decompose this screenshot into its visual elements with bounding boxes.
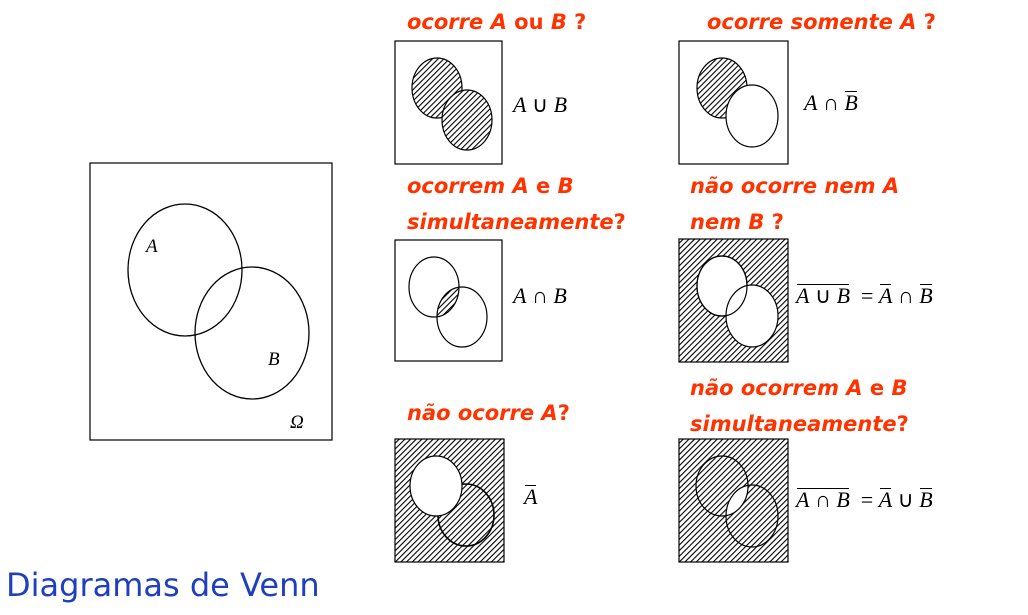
question-fragment: ?: [916, 10, 936, 34]
question-neither-line2: nem B ?: [690, 204, 784, 240]
question-fragment: ?: [566, 10, 587, 34]
formula-intersection: A ∩ B: [513, 283, 567, 308]
question-fragment: ?: [557, 401, 570, 425]
question-fragment: ou: [506, 10, 551, 34]
question-fragment: nem B: [690, 210, 765, 234]
question-not-a: não ocorre A?: [407, 395, 570, 431]
venn-intersection: [394, 239, 503, 362]
formula-union: A ∪ B: [513, 92, 568, 117]
circle-b: [194, 266, 310, 400]
question-fragment: e: [528, 174, 558, 198]
formula-neither: A ∪ B = A ∩ B: [796, 283, 933, 308]
question-not-both: não ocorrem A e B: [690, 370, 907, 406]
question-fragment: não ocorrem A: [690, 376, 863, 400]
question-only-a: ocorre somente A ?: [707, 4, 936, 40]
question-not-both-line2: simultaneamente?: [690, 406, 909, 442]
question-fragment: e: [862, 376, 892, 400]
question-neither: não ocorre nem A: [690, 168, 899, 204]
page-title: Diagramas de Venn: [6, 566, 320, 604]
label-a: A: [144, 236, 158, 257]
question-fragment: simultaneamente: [690, 412, 897, 436]
question-fragment: B: [891, 376, 908, 400]
venn-union: [394, 40, 503, 165]
question-fragment: ocorrem A: [407, 174, 529, 198]
question-union: ocorre A ou B ?: [407, 4, 586, 40]
venn-not-both: [678, 438, 789, 563]
question-fragment: B: [557, 174, 574, 198]
question-intersection-line2: simultaneamente?: [407, 204, 626, 240]
question-fragment: não ocorre A: [407, 401, 558, 425]
formula-only-a: A ∩ B: [804, 90, 858, 115]
venn-not-a: [394, 438, 505, 563]
formula-not-a: A: [524, 484, 538, 509]
question-fragment: ?: [613, 210, 626, 234]
question-fragment: ocorre somente A: [707, 10, 917, 34]
main-venn-diagram: A B Ω: [89, 162, 333, 441]
question-fragment: não ocorre nem A: [690, 174, 900, 198]
question-fragment: ?: [764, 210, 784, 234]
venn-neither: [678, 238, 789, 363]
question-fragment: B: [550, 10, 567, 34]
question-fragment: ?: [896, 412, 909, 436]
question-fragment: simultaneamente: [407, 210, 614, 234]
venn-only-a: [678, 40, 789, 165]
sample-space-box: [89, 162, 333, 441]
label-b: B: [268, 349, 280, 370]
label-omega: Ω: [290, 412, 304, 433]
question-fragment: ocorre A: [407, 10, 507, 34]
question-intersection: ocorrem A e B: [407, 168, 574, 204]
formula-not-both: A ∩ B = A ∪ B: [796, 487, 933, 512]
circle-a: [127, 203, 243, 337]
